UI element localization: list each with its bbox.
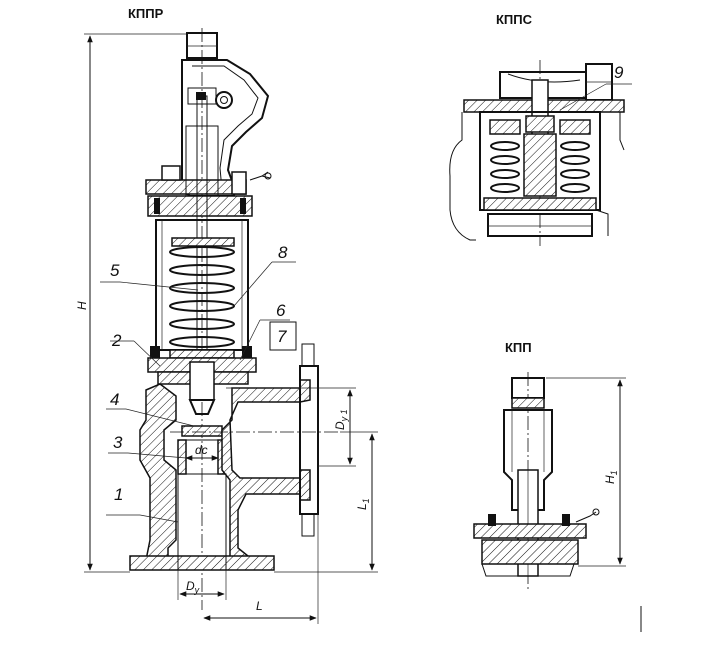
callout-lines: [100, 261, 297, 523]
kpp-seal-ring: [592, 508, 600, 516]
label-L1: L1: [355, 498, 371, 510]
seal-ring: [264, 172, 272, 180]
dim-H1: [546, 377, 626, 567]
kpp-bottom-outline: [481, 563, 575, 577]
dim-L: [203, 514, 319, 624]
lever-block: [187, 87, 217, 105]
bonnet-neck: [147, 195, 253, 217]
dim-L1: [274, 431, 378, 573]
kpps-stem: [523, 133, 557, 197]
title-kpps: КППС: [496, 12, 533, 27]
callout-3: 3: [113, 433, 123, 452]
bonnet-collar: [161, 165, 181, 181]
kpp-flange: [473, 523, 587, 539]
bonnet-collar-right: [231, 171, 247, 195]
callout-6: 6: [276, 301, 286, 320]
label-H: H: [75, 301, 89, 310]
callout-4: 4: [110, 390, 119, 409]
kpps-bottom-plate: [487, 213, 593, 237]
bonnet-nut-left: [154, 198, 160, 214]
kpps-housing-outline: [449, 112, 625, 241]
label-L: L: [256, 599, 263, 613]
upper-spring-plate: [171, 237, 235, 247]
kpps-rod-collar: [525, 115, 555, 133]
detail-kpps: 9: [449, 60, 632, 246]
flange-nut-right: [242, 346, 252, 358]
dim-Dy1: [226, 387, 356, 467]
label-H1: H1: [603, 470, 619, 484]
guide-sleeve: [189, 361, 215, 401]
label-dc: dc: [195, 443, 208, 457]
callout-8: 8: [278, 243, 288, 262]
lever-housing: [181, 59, 270, 197]
kpp-nut-left: [488, 514, 496, 526]
flange-nut-left: [150, 346, 160, 358]
title-kppr: КППР: [128, 6, 164, 21]
title-kpp: КПП: [505, 340, 532, 355]
kpp-cap-ring: [511, 397, 545, 409]
body-right-wall: [221, 379, 311, 561]
outlet-nut-bottom: [301, 513, 315, 537]
lower-spring-plate: [169, 349, 235, 359]
dim-Dy: [177, 570, 227, 600]
kpp-lower-body: [481, 539, 579, 565]
callout-2: 2: [111, 331, 122, 350]
outlet-bore: [238, 401, 300, 479]
callout-5: 5: [110, 261, 120, 280]
callout-9: 9: [614, 63, 624, 82]
kpps-callout-line: [559, 83, 607, 111]
disk-holder: [181, 425, 223, 437]
callout-1: 1: [114, 485, 123, 504]
lever-pivot-inner: [220, 96, 228, 104]
kpps-bottom-flange: [483, 197, 597, 211]
bonnet-flange: [145, 179, 247, 195]
detail-kpp: H1: [473, 372, 642, 632]
dim-H: [84, 33, 186, 573]
bonnet-nut-right: [240, 198, 246, 214]
label-Dy1: Dy 1: [333, 409, 349, 430]
disk: [188, 399, 216, 415]
lever-housing-inner: [192, 65, 259, 191]
top-cap: [186, 32, 218, 59]
inlet-flange: [129, 555, 275, 571]
outlet-nut-top: [301, 343, 315, 367]
stem-guide: [185, 125, 219, 197]
nozzle-left: [177, 439, 187, 475]
kpp-nut-right: [562, 514, 570, 526]
callout-7: 7: [277, 327, 287, 346]
spring: [169, 246, 235, 348]
body-left-wall: [139, 383, 177, 561]
kpps-bellows: [489, 119, 591, 193]
kpp-sleeve: [503, 409, 553, 511]
main-valve: dc H: [75, 28, 378, 624]
kpp-seal-wire: [575, 511, 597, 523]
lever-pivot: [215, 91, 233, 109]
label-Dy: Dy: [186, 579, 200, 595]
